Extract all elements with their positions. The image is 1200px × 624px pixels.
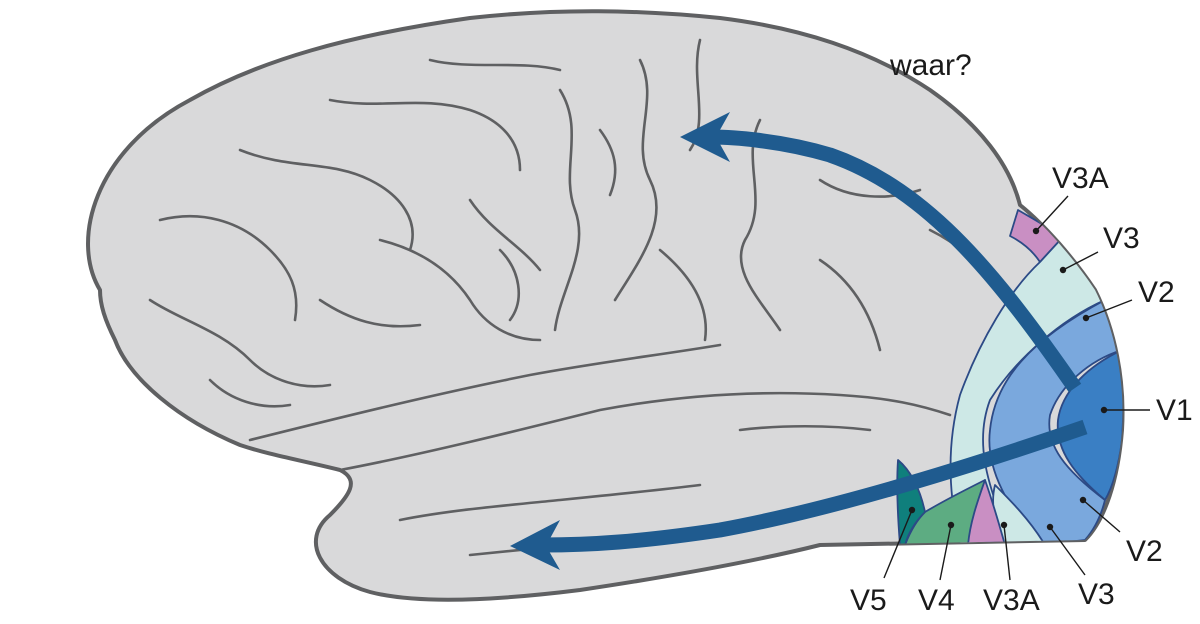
- label-leaders: [883, 195, 1150, 581]
- label-v1: V1: [1156, 394, 1193, 427]
- dorsal-stream-arrow: [680, 112, 1082, 393]
- label-v2-lower: V2: [1126, 535, 1163, 568]
- sylvian-fissure: [248, 343, 722, 442]
- label-v4: V4: [918, 584, 955, 617]
- label-v2-upper: V2: [1138, 276, 1175, 309]
- label-v3a-lower: V3A: [983, 584, 1040, 617]
- temporal-lobe-contour: [338, 391, 952, 472]
- label-v5: V5: [850, 584, 887, 617]
- cortical-sulci: [148, 38, 1007, 557]
- area-v2: [988, 299, 1123, 546]
- label-v3-upper: V3: [1103, 222, 1140, 255]
- where-label: waar?: [889, 49, 972, 82]
- label-v3-lower: V3: [1078, 578, 1115, 611]
- label-v3a-upper: V3A: [1052, 162, 1109, 195]
- ventral-stream-arrow: [510, 419, 1088, 570]
